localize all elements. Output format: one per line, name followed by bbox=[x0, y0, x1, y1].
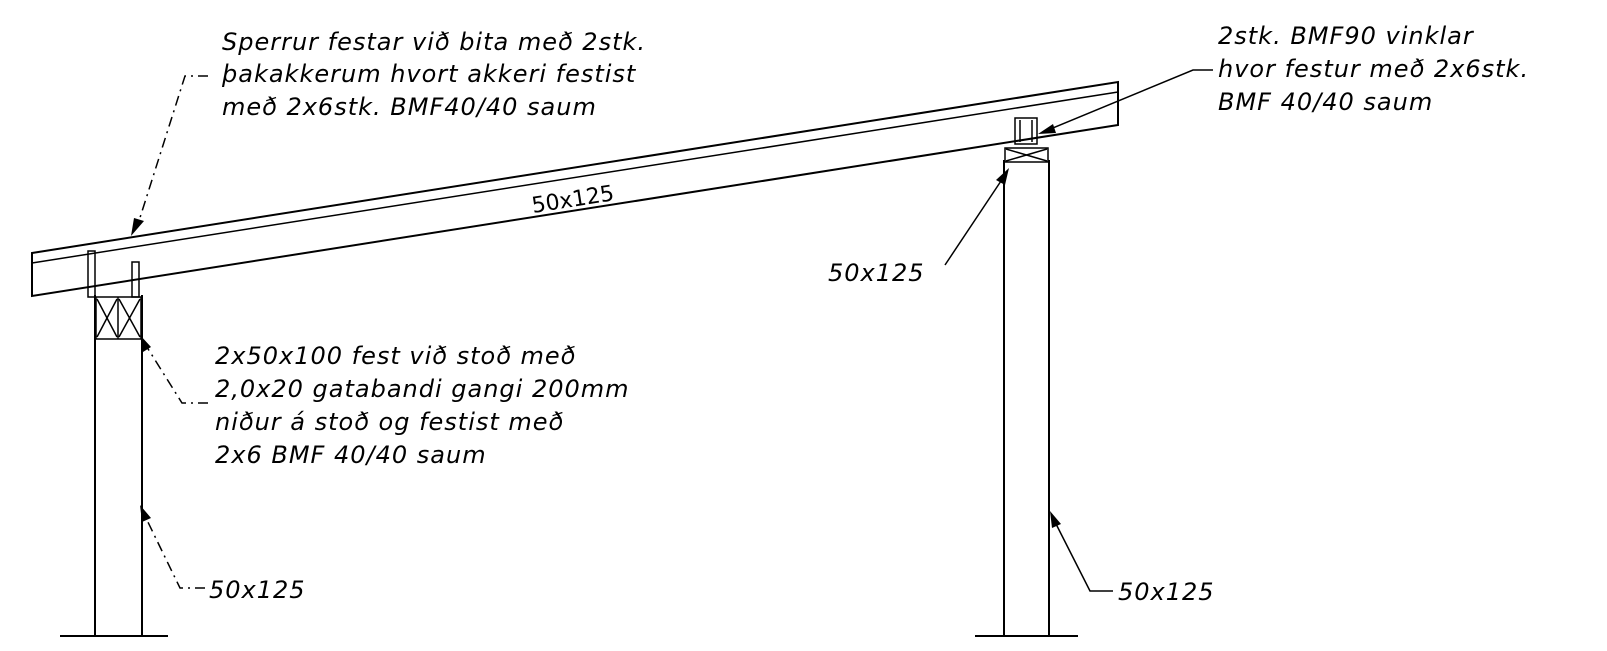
note-double-beam-line-2: 2,0x20 gatabandi gangi 200mm bbox=[215, 375, 630, 403]
note-angle-bracket-line-3: BMF 40/40 saum bbox=[1218, 88, 1433, 116]
note-rafter-anchor-line-2: þakakkerum hvort akkeri festist bbox=[221, 60, 637, 88]
note-double-beam-line-4: 2x6 BMF 40/40 saum bbox=[215, 441, 487, 469]
rafter-beam bbox=[31, 80, 1119, 298]
right-post-size-label: 50x125 bbox=[1118, 578, 1215, 606]
note-angle-bracket-line-1: 2stk. BMF90 vinklar bbox=[1218, 22, 1475, 50]
note-double-beam-line-1: 2x50x100 fest við stoð með bbox=[215, 342, 576, 370]
leader-double-beam bbox=[140, 335, 208, 404]
leader-left-post bbox=[140, 505, 205, 589]
left-post-size-label: 50x125 bbox=[209, 576, 306, 604]
leader-angle-bracket bbox=[1038, 69, 1213, 134]
note-rafter-anchor: Sperrur festar við bita með 2stk. þakakk… bbox=[221, 28, 655, 121]
note-angle-bracket-line-2: hvor festur með 2x6stk. bbox=[1218, 55, 1529, 83]
rafter-size-label: 50x125 bbox=[530, 181, 616, 219]
note-rafter-anchor-line-3: með 2x6stk. BMF40/40 saum bbox=[222, 93, 597, 121]
left-double-beam bbox=[95, 296, 142, 340]
angle-brackets bbox=[1014, 117, 1038, 145]
note-angle-bracket: 2stk. BMF90 vinklar hvor festur með 2x6s… bbox=[1218, 22, 1538, 116]
left-post bbox=[60, 295, 168, 637]
note-double-beam: 2x50x100 fest við stoð með 2,0x20 gataba… bbox=[215, 342, 638, 469]
leader-right-beam bbox=[944, 168, 1009, 266]
note-double-beam-line-3: niður á stoð og festist með bbox=[215, 408, 564, 436]
right-beam-size-label: 50x125 bbox=[828, 259, 925, 287]
leader-right-post bbox=[1050, 511, 1113, 592]
right-beam-block bbox=[1004, 147, 1049, 163]
roof-anchors bbox=[87, 250, 140, 298]
leader-rafter-anchor bbox=[131, 75, 208, 236]
note-rafter-anchor-line-1: Sperrur festar við bita með 2stk. bbox=[222, 28, 646, 56]
right-post bbox=[975, 160, 1078, 637]
